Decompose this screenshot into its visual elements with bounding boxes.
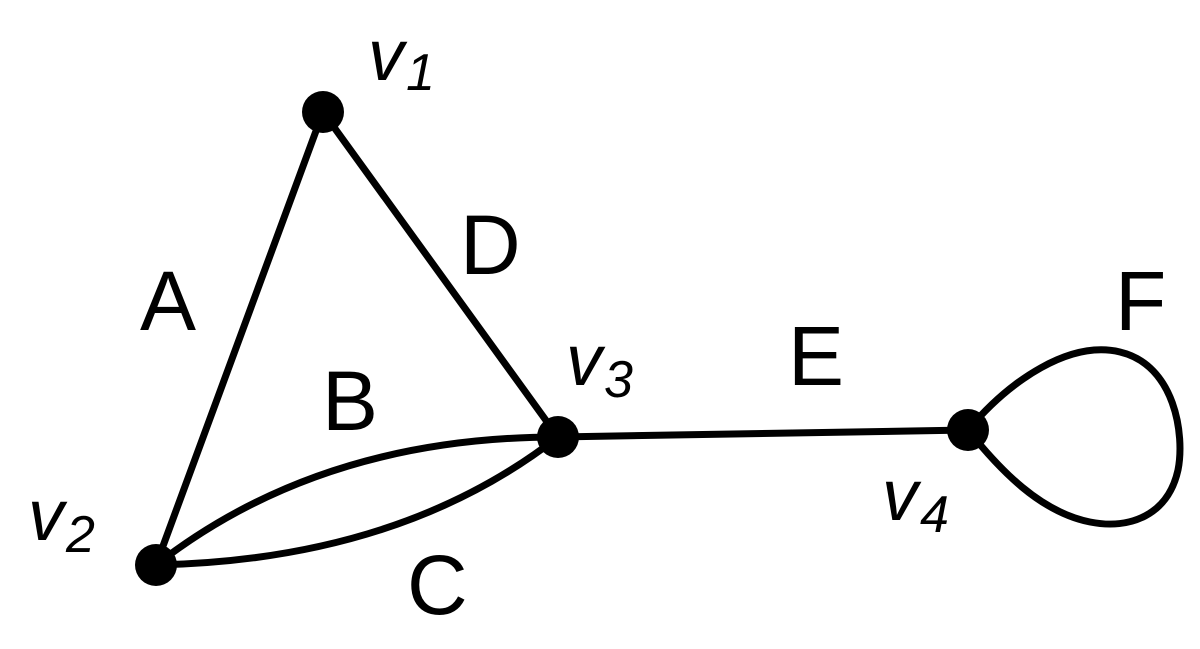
vertex-v4 [947, 409, 989, 451]
vertex-label-v2: v2 [28, 476, 95, 564]
vertex-label-v4: v4 [882, 456, 949, 544]
edge-e [554, 426, 972, 441]
edge-label-e: E [788, 309, 844, 403]
edge-label-a: A [140, 254, 196, 348]
vertex-label-v3: v3 [566, 321, 633, 409]
vertex-label-v2-subscript: 2 [65, 506, 95, 564]
edge-b [152, 433, 562, 569]
vertex-v2 [135, 544, 177, 586]
edge-label-c: C [407, 538, 468, 632]
vertex-label-v1: v1 [368, 16, 435, 102]
vertex-label-v2-symbol: v [28, 476, 68, 556]
edge-label-b: B [322, 354, 378, 448]
edge-d [319, 108, 562, 441]
edge-a [152, 108, 327, 569]
edge-c [152, 433, 562, 569]
vertex-label-v1-subscript: 1 [406, 44, 435, 102]
vertex-v3 [537, 416, 579, 458]
edge-f-loop [964, 346, 1184, 528]
vertex-label-v4-symbol: v [882, 456, 922, 536]
vertex-label-v4-subscript: 4 [920, 486, 949, 544]
vertex-label-v3-subscript: 3 [604, 351, 633, 409]
edge-label-d: D [460, 198, 521, 292]
edge-label-f: F [1115, 254, 1166, 348]
vertex-v1 [302, 91, 344, 133]
vertex-label-v3-symbol: v [566, 321, 606, 401]
vertex-label-v1-symbol: v [368, 16, 408, 96]
